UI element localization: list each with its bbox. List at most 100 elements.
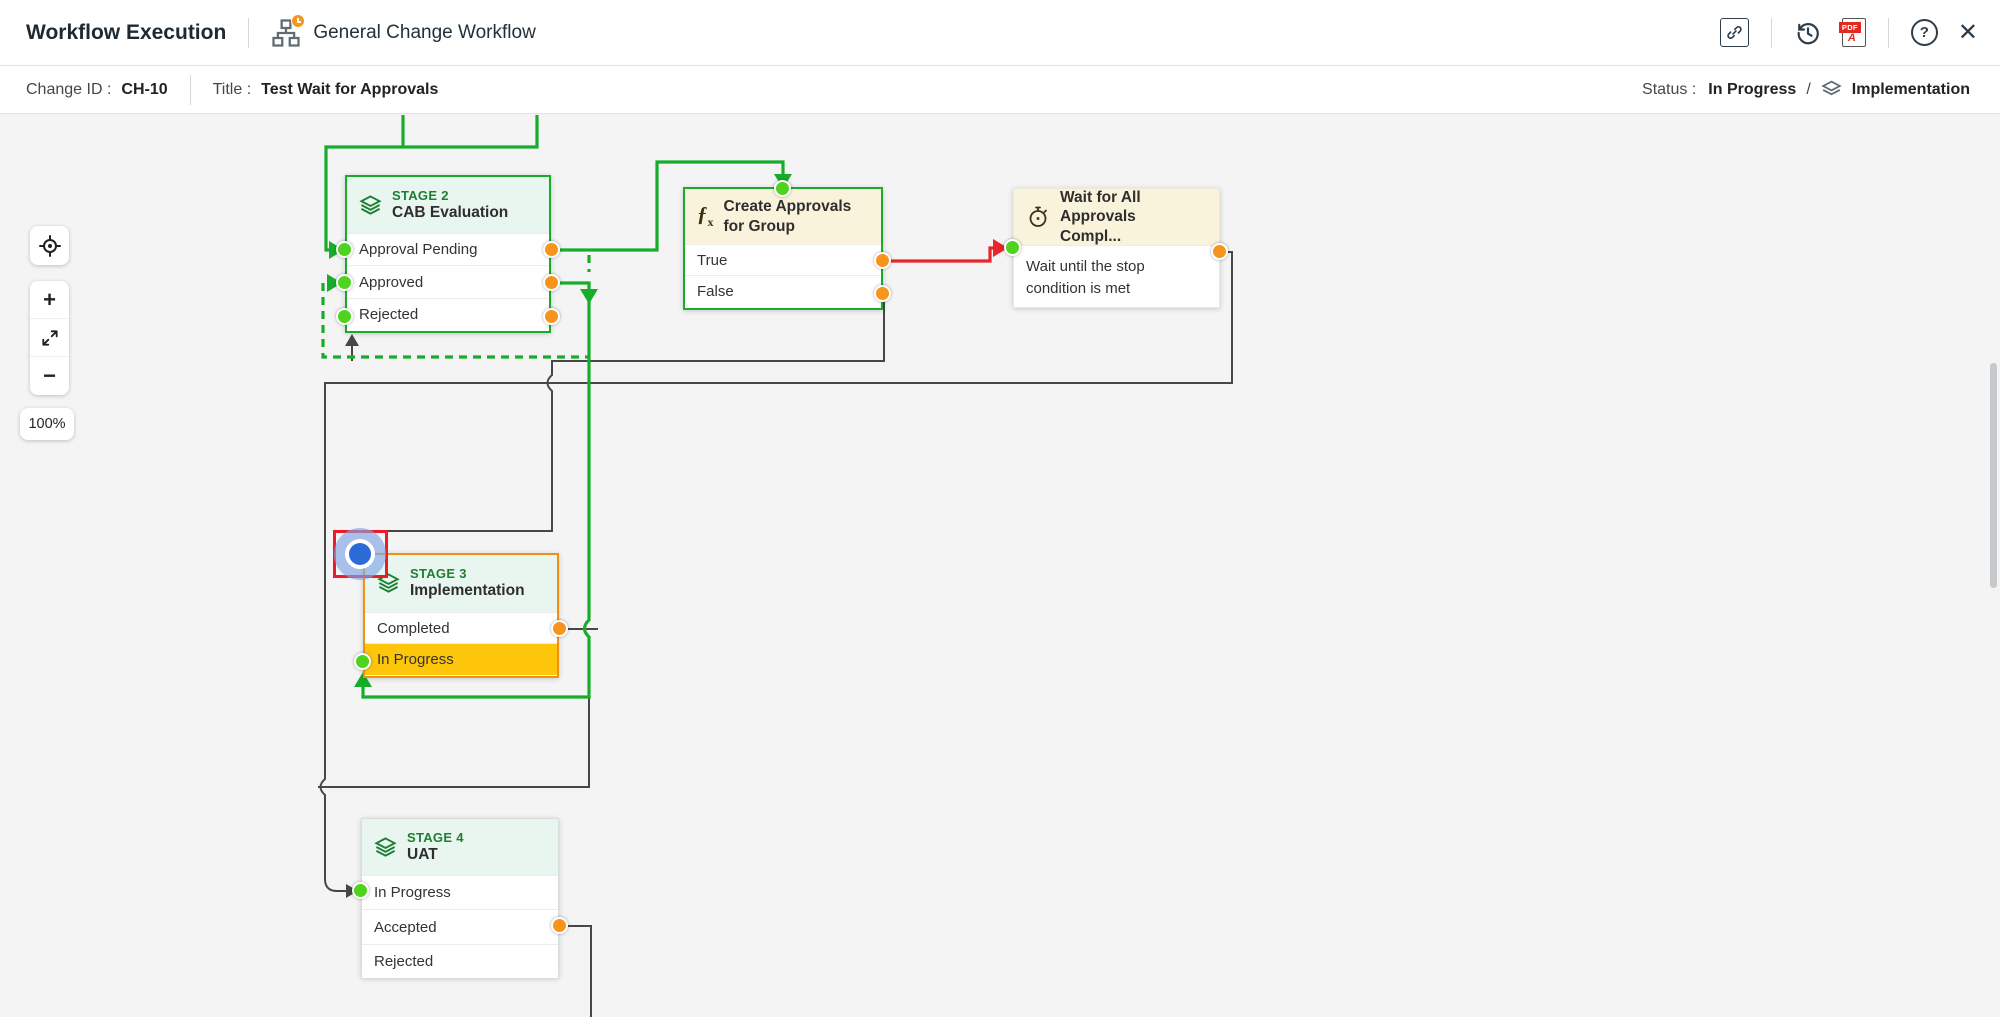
status-divider: / bbox=[1806, 80, 1811, 98]
stage2-badge: STAGE 2 bbox=[392, 187, 449, 203]
black-arrowheads bbox=[345, 334, 359, 898]
info-bar: Change ID : CH-10 Title : Test Wait for … bbox=[0, 66, 2000, 114]
fit-screen-button[interactable] bbox=[30, 319, 69, 357]
port-out-accepted bbox=[551, 917, 568, 934]
divider bbox=[189, 74, 191, 105]
node-stage3-implementation[interactable]: STAGE 3 Implementation Completed In Prog… bbox=[363, 553, 559, 678]
stage2-row-approved[interactable]: Approved bbox=[347, 265, 549, 298]
port-out-false bbox=[874, 285, 891, 302]
port-in-approved bbox=[336, 274, 353, 291]
connector-true-to-wait bbox=[883, 246, 996, 263]
port-in-approval-pending bbox=[336, 241, 353, 258]
copy-link-button[interactable] bbox=[1719, 18, 1749, 47]
arrow-into-stage3-inprogress bbox=[354, 672, 372, 687]
zoom-in-button[interactable]: + bbox=[30, 281, 69, 319]
port-in-stage3-in-progress bbox=[354, 653, 371, 670]
port-in-wait bbox=[1004, 239, 1021, 256]
wait-header: Wait for All Approvals Compl... bbox=[1014, 189, 1219, 245]
stage3-row-in-progress[interactable]: In Progress bbox=[365, 643, 557, 675]
stage4-header: STAGE 4 UAT bbox=[362, 819, 558, 875]
divider bbox=[1770, 17, 1772, 48]
workflow-name: General Change Workflow bbox=[313, 21, 536, 43]
connector-pending-to-create bbox=[551, 160, 785, 252]
change-id-label: Change ID : bbox=[26, 80, 112, 98]
connector-accepted-out bbox=[559, 925, 592, 1017]
status-stage: Implementation bbox=[1851, 80, 1970, 98]
status-info: Status : In Progress / Implementation bbox=[1642, 79, 1970, 100]
function-icon: ƒx bbox=[697, 202, 714, 230]
wait-name: Wait for All Approvals Compl... bbox=[1060, 188, 1141, 245]
create-approvals-row-true[interactable]: True bbox=[685, 244, 881, 275]
zoom-controls: + − bbox=[30, 281, 69, 395]
arrow-into-wait bbox=[993, 239, 1008, 257]
pdf-a-glyph: A bbox=[1847, 32, 1856, 44]
stage2-row-approval-pending[interactable]: Approval Pending bbox=[347, 233, 549, 265]
layers-icon bbox=[1821, 80, 1842, 96]
vertical-scrollbar[interactable] bbox=[1990, 363, 1997, 588]
pdf-icon: PDF A bbox=[1838, 18, 1866, 47]
layers-icon bbox=[374, 836, 397, 857]
connector-red-group bbox=[883, 246, 996, 263]
connector-dashed-loop bbox=[321, 283, 589, 359]
stage3-name: Implementation bbox=[410, 582, 525, 600]
arrow-approved-branch-down bbox=[580, 289, 598, 304]
node-create-approvals[interactable]: ƒx Create Approvals for Group True False bbox=[683, 187, 883, 310]
zoom-out-button[interactable]: − bbox=[30, 357, 69, 395]
stage2-name: CAB Evaluation bbox=[392, 203, 509, 221]
port-in-create-approvals bbox=[774, 180, 791, 197]
appbar-actions: PDF A ? ✕ bbox=[1719, 17, 1978, 48]
app-bar: Workflow Execution General Change Workfl… bbox=[0, 0, 2000, 66]
create-approvals-name: Create Approvals for Group bbox=[723, 198, 852, 235]
arrow-into-rejected bbox=[345, 334, 359, 346]
history-icon bbox=[1797, 22, 1819, 44]
port-out-approved bbox=[543, 274, 560, 291]
node-wait-for-approvals[interactable]: Wait for All Approvals Compl... Wait unt… bbox=[1013, 188, 1220, 308]
port-in-rejected bbox=[336, 308, 353, 325]
port-out-rejected bbox=[543, 308, 560, 325]
create-approvals-header: ƒx Create Approvals for Group bbox=[685, 189, 881, 244]
title-value: Test Wait for Approvals bbox=[261, 80, 439, 98]
execution-pointer-icon[interactable] bbox=[334, 528, 386, 580]
workflow-icon bbox=[271, 13, 306, 48]
link-icon bbox=[1719, 18, 1749, 47]
divider bbox=[248, 17, 250, 48]
create-approvals-row-false[interactable]: False bbox=[685, 275, 881, 307]
title-label: Title : bbox=[212, 80, 252, 98]
status-value: In Progress bbox=[1708, 80, 1797, 98]
node-stage2-cab-evaluation[interactable]: STAGE 2 CAB Evaluation Approval Pending … bbox=[345, 175, 551, 333]
stage4-row-rejected[interactable]: Rejected bbox=[362, 944, 558, 978]
stopwatch-icon bbox=[1029, 206, 1047, 227]
expand-icon bbox=[41, 329, 58, 346]
stage4-badge: STAGE 4 bbox=[407, 829, 464, 845]
zoom-level-indicator[interactable]: 100% bbox=[20, 408, 74, 440]
connector-approved-to-stage3 bbox=[361, 281, 591, 699]
port-out-completed bbox=[551, 620, 568, 637]
change-id-value: CH-10 bbox=[121, 80, 168, 98]
stage2-row-rejected[interactable]: Rejected bbox=[347, 298, 549, 330]
stage3-header: STAGE 3 Implementation bbox=[365, 555, 557, 612]
port-out-wait bbox=[1211, 243, 1228, 260]
help-button[interactable]: ? bbox=[1910, 19, 1938, 46]
clock-badge-icon bbox=[291, 13, 306, 28]
stage4-row-accepted[interactable]: Accepted bbox=[362, 909, 558, 944]
stage3-badge: STAGE 3 bbox=[410, 566, 467, 582]
change-info: Change ID : CH-10 Title : Test Wait for … bbox=[26, 74, 439, 105]
history-button[interactable] bbox=[1794, 19, 1822, 47]
layers-icon bbox=[359, 194, 382, 215]
locate-button[interactable] bbox=[30, 226, 69, 265]
port-out-true bbox=[874, 252, 891, 269]
connector-entry-stage2 bbox=[324, 115, 539, 252]
connector-wait-to-stage4 bbox=[319, 251, 1233, 892]
port-out-approval-pending bbox=[543, 241, 560, 258]
node-stage4-uat[interactable]: STAGE 4 UAT In Progress Accepted Rejecte… bbox=[361, 818, 559, 978]
stage4-row-in-progress[interactable]: In Progress bbox=[362, 875, 558, 909]
wait-description: Wait until the stop condition is met bbox=[1014, 245, 1219, 310]
export-pdf-button[interactable]: PDF A bbox=[1838, 18, 1866, 47]
green-arrowheads bbox=[327, 174, 792, 687]
connector-stage3-loop bbox=[318, 697, 590, 788]
connector-green-group bbox=[321, 115, 785, 699]
stage3-row-completed[interactable]: Completed bbox=[365, 612, 557, 643]
crosshair-icon bbox=[38, 234, 61, 257]
close-button[interactable]: ✕ bbox=[1957, 18, 1978, 46]
